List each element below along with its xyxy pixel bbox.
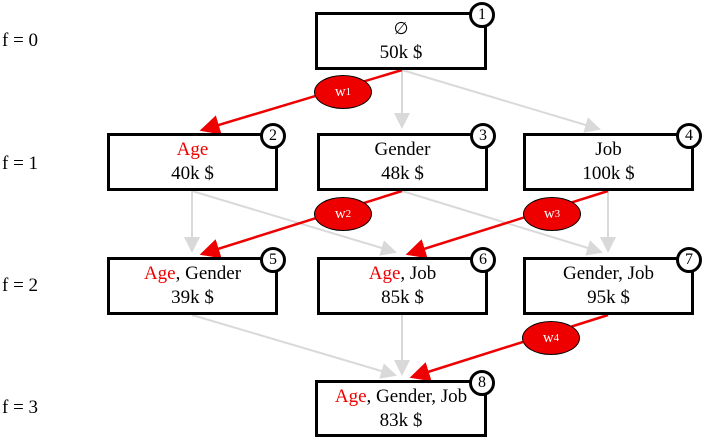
level-label-f3: f = 3 <box>2 397 39 418</box>
node-title: Job <box>595 139 622 161</box>
edge-age-to-age-job <box>191 190 397 256</box>
node-cost: 48k $ <box>381 163 424 184</box>
edge-w3-job-to-age-job <box>405 189 609 259</box>
edge-w1-empty-to-age <box>199 68 403 135</box>
node-title: ∅ <box>394 17 409 41</box>
edge-w4-gender-job-to-full <box>409 313 609 382</box>
node-number-badge: 8 <box>469 370 495 396</box>
node-cost: 40k $ <box>171 163 214 184</box>
node-title: Age <box>176 139 209 161</box>
node-title: Gender, Job <box>562 263 655 285</box>
node-gender: 3 Gender 48k $ <box>317 123 496 191</box>
edge-gender-to-gender-job <box>401 190 603 256</box>
node-number-badge: 2 <box>260 123 286 149</box>
node-cost: 100k $ <box>582 163 635 184</box>
node-cost: 85k $ <box>381 287 424 308</box>
node-age-gender-job: 8 Age, Gender, Job 83k $ <box>315 370 495 437</box>
node-number-badge: 3 <box>470 123 496 149</box>
node-number-badge: 5 <box>260 247 286 273</box>
node-cost: 95k $ <box>587 287 630 308</box>
node-cost: 39k $ <box>171 287 214 308</box>
node-age-job: 6 Age, Job 85k $ <box>317 247 496 315</box>
node-gender-job: 7 Gender, Job 95k $ <box>523 247 702 315</box>
node-number-badge: 1 <box>469 2 495 28</box>
node-age-gender: 5 Age, Gender 39k $ <box>107 247 286 315</box>
node-number-badge: 6 <box>470 247 496 273</box>
node-cost: 50k $ <box>379 42 423 63</box>
level-label-f0: f = 0 <box>2 30 39 51</box>
node-number-badge: 4 <box>676 123 702 149</box>
node-title: Age, Gender <box>143 263 242 285</box>
node-title: Age, Job <box>368 263 437 285</box>
edge-empty-to-job <box>401 69 601 133</box>
edge-w2-gender-to-age-gender <box>199 189 403 259</box>
edge-age-gender-to-full <box>191 314 397 379</box>
node-title: Age, Gender, Job <box>334 385 468 407</box>
empty-set-icon: ∅ <box>393 19 409 40</box>
node-age: 2 Age 40k $ <box>107 123 286 191</box>
level-label-f1: f = 1 <box>2 153 39 174</box>
node-cost: 83k $ <box>379 409 423 431</box>
level-label-f2: f = 2 <box>2 275 39 296</box>
node-number-badge: 7 <box>676 247 702 273</box>
node-empty-set: 1 ∅ 50k $ <box>315 2 495 70</box>
node-title: Gender <box>374 139 431 161</box>
node-job: 4 Job 100k $ <box>523 123 702 191</box>
